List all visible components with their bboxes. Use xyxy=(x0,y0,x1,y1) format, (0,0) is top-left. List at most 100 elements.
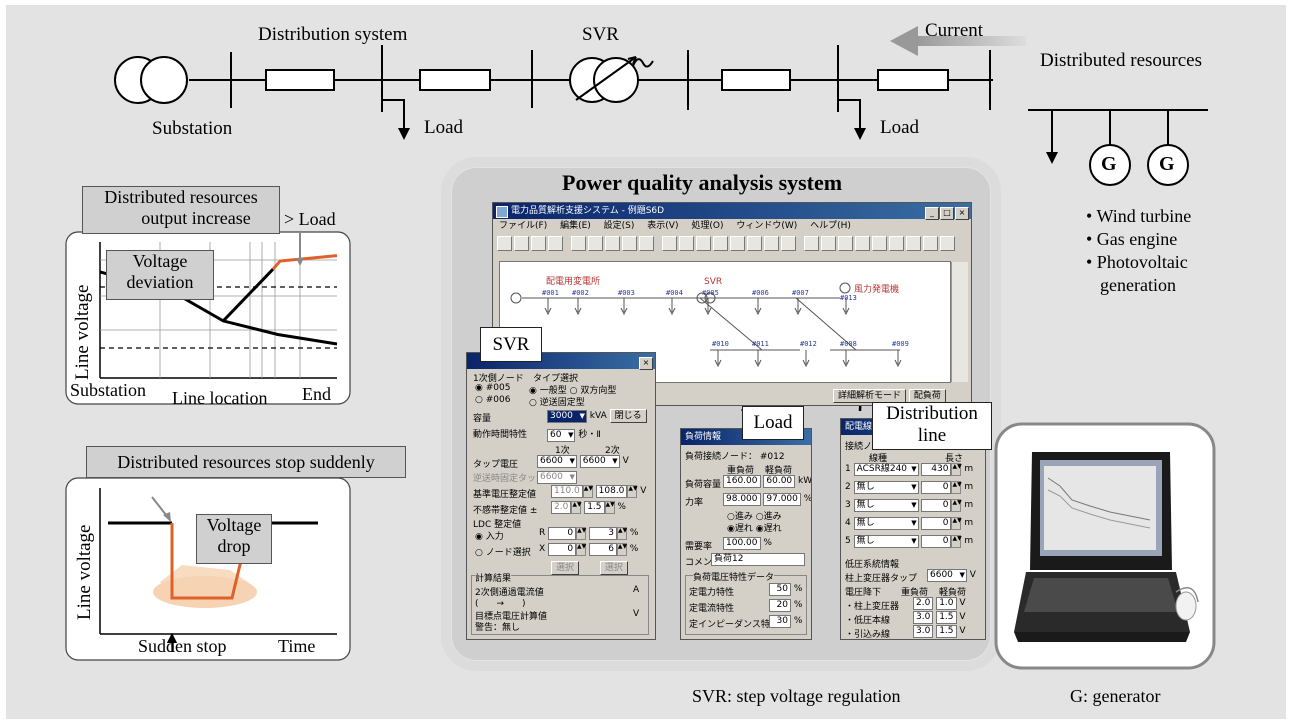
load-lag-row[interactable]: ◉遅れ ◉遅れ xyxy=(727,524,782,534)
dist-d2b-field[interactable]: 1.5 xyxy=(936,611,957,624)
menu-file[interactable]: ファイル(F) xyxy=(499,221,548,231)
toolbar-button-icon[interactable] xyxy=(571,236,586,251)
svr-base1-field[interactable]: 110.0 xyxy=(551,485,583,498)
toolbar-button-icon[interactable] xyxy=(679,236,694,251)
dist-row-length-field[interactable]: 0 xyxy=(921,535,952,548)
svr-select2-button[interactable]: 選択 xyxy=(599,561,628,575)
svr-radio-node2[interactable]: ○ #006 xyxy=(475,395,511,405)
menu-view[interactable]: 表示(V) xyxy=(647,221,679,231)
toolbar-button-icon[interactable] xyxy=(781,236,796,251)
toolbar-button-icon[interactable] xyxy=(713,236,728,251)
dist-row-spin[interactable]: ▲▼ xyxy=(951,517,962,530)
svr-base1-spin[interactable]: ▲▼ xyxy=(582,485,593,498)
close-button[interactable]: × xyxy=(955,207,969,220)
load-cap1-field[interactable]: 160.00 xyxy=(723,475,761,488)
toolbar-button-icon[interactable] xyxy=(821,236,836,251)
toolbar-button-icon[interactable] xyxy=(548,236,563,251)
dist-row-spin[interactable]: ▲▼ xyxy=(951,499,962,512)
toolbar-button-icon[interactable] xyxy=(940,236,955,251)
svr-type-general[interactable]: ◉ 一般型 ○ 双方向型 xyxy=(529,386,617,396)
svr-dead1-spin[interactable]: ▲▼ xyxy=(571,501,582,514)
toolbar-button-icon[interactable] xyxy=(889,236,904,251)
menu-edit[interactable]: 編集(E) xyxy=(560,221,591,231)
svr-select1-button[interactable]: 選択 xyxy=(551,561,580,575)
dist-row-type-select[interactable]: 無し xyxy=(853,481,919,494)
menu-window[interactable]: ウィンドウ(W) xyxy=(736,221,798,231)
svr-tap2-select[interactable]: 6600 xyxy=(579,455,620,468)
toolbar-button-icon[interactable] xyxy=(588,236,603,251)
load-pf2-field[interactable]: 97.000 xyxy=(763,493,801,506)
svr-dead1-field[interactable]: 2.0 xyxy=(551,501,572,514)
svr-radio-node1[interactable]: ◉ #005 xyxy=(475,383,511,393)
svr-close-btn[interactable]: 閉じる xyxy=(609,409,647,423)
dist-d3b-field[interactable]: 1.5 xyxy=(936,625,957,638)
toolbar-button-icon[interactable] xyxy=(514,236,529,251)
toolbar-button-icon[interactable] xyxy=(605,236,620,251)
load-lead-row[interactable]: ○進み ○進み xyxy=(727,512,782,522)
load-c2-field[interactable]: 20 xyxy=(769,599,791,612)
svr-r2-field[interactable]: 3 xyxy=(589,527,618,540)
dist-row-length-field[interactable]: 430 xyxy=(921,463,952,476)
toolbar-button-icon[interactable] xyxy=(531,236,546,251)
svr-x2-spin[interactable]: ▲▼ xyxy=(616,543,627,556)
toolbar-button-icon[interactable] xyxy=(622,236,637,251)
svr-capacity-select[interactable]: 3000 xyxy=(547,410,587,423)
toolbar-button-icon[interactable] xyxy=(747,236,762,251)
svr-x2-field[interactable]: 6 xyxy=(588,543,617,556)
load-pf1-field[interactable]: 98.000 xyxy=(723,493,761,506)
svr-rev-select[interactable]: 6600 xyxy=(537,471,577,484)
load-cap2-field[interactable]: 60.00 xyxy=(763,475,796,488)
svr-ldc-node-radio[interactable]: ○ ノード選択 xyxy=(475,548,531,558)
dist-d1a-field[interactable]: 2.0 xyxy=(913,597,934,610)
toolbar-button-icon[interactable] xyxy=(639,236,654,251)
svr-base2-field[interactable]: 108.0 xyxy=(595,485,628,498)
menu-settings[interactable]: 設定(S) xyxy=(603,221,635,231)
vertical-scrollbar[interactable] xyxy=(951,262,968,382)
svr-x1-spin[interactable]: ▲▼ xyxy=(576,543,586,556)
toolbar-button-icon[interactable] xyxy=(662,236,677,251)
dist-row-type-select[interactable]: 無し xyxy=(853,535,919,548)
dist-row-length-field[interactable]: 0 xyxy=(921,517,952,530)
load-demand-field[interactable]: 100.00 xyxy=(723,537,761,550)
toolbar-button-icon[interactable] xyxy=(906,236,921,251)
load-c3-field[interactable]: 30 xyxy=(769,615,791,628)
dist-d2a-field[interactable]: 3.0 xyxy=(913,611,934,624)
dist-d1b-field[interactable]: 1.0 xyxy=(936,597,957,610)
dist-row-type-select[interactable]: ACSR線240 xyxy=(853,463,919,476)
toolbar-button-icon[interactable] xyxy=(497,236,512,251)
svr-dead2-field[interactable]: 1.5 xyxy=(584,501,605,514)
menu-help[interactable]: ヘルプ(H) xyxy=(810,221,851,231)
load-comment-field[interactable]: 負荷12 xyxy=(711,553,805,566)
svr-dead2-spin[interactable]: ▲▼ xyxy=(604,501,615,514)
dist-row-spin[interactable]: ▲▼ xyxy=(951,481,962,494)
network-canvas[interactable]: 配電用変電所 SVR 風力発電機 #001#002#003#004#005#00… xyxy=(499,261,968,383)
svr-r2-spin[interactable]: ▲▼ xyxy=(617,527,627,540)
svr-type-reverse[interactable]: ○ 逆送固定型 xyxy=(529,398,585,408)
svr-x1-field[interactable]: 0 xyxy=(548,543,577,556)
dist-row-length-field[interactable]: 0 xyxy=(921,481,952,494)
svr-delay-select[interactable]: 60 xyxy=(547,429,576,442)
toolbar-button-icon[interactable] xyxy=(696,236,711,251)
dist-pole-select[interactable]: 6600 xyxy=(927,569,967,582)
toolbar-button-icon[interactable] xyxy=(764,236,779,251)
toolbar-button-icon[interactable] xyxy=(923,236,938,251)
svr-ldc-input-radio[interactable]: ◉ 入力 xyxy=(475,532,504,542)
toolbar-button-icon[interactable] xyxy=(872,236,887,251)
toolbar-button-icon[interactable] xyxy=(855,236,870,251)
svr-close-button[interactable]: × xyxy=(639,357,653,370)
dist-row-spin[interactable]: ▲▼ xyxy=(951,463,962,476)
maximize-button[interactable]: □ xyxy=(940,207,954,220)
dist-row-type-select[interactable]: 無し xyxy=(853,499,919,512)
svr-base2-spin[interactable]: ▲▼ xyxy=(627,485,638,498)
minimize-button[interactable]: _ xyxy=(925,207,939,220)
svr-tap1-select[interactable]: 6600 xyxy=(537,455,577,468)
toolbar-button-icon[interactable] xyxy=(730,236,745,251)
load-c1-field[interactable]: 50 xyxy=(769,583,791,596)
svr-r1-spin[interactable]: ▲▼ xyxy=(576,527,586,540)
svr-r1-field[interactable]: 0 xyxy=(548,527,577,540)
menu-process[interactable]: 処理(O) xyxy=(691,221,724,231)
dist-row-length-field[interactable]: 0 xyxy=(921,499,952,512)
dist-d3a-field[interactable]: 3.0 xyxy=(913,625,934,638)
dist-row-type-select[interactable]: 無し xyxy=(853,517,919,530)
dist-row-spin[interactable]: ▲▼ xyxy=(951,535,962,548)
